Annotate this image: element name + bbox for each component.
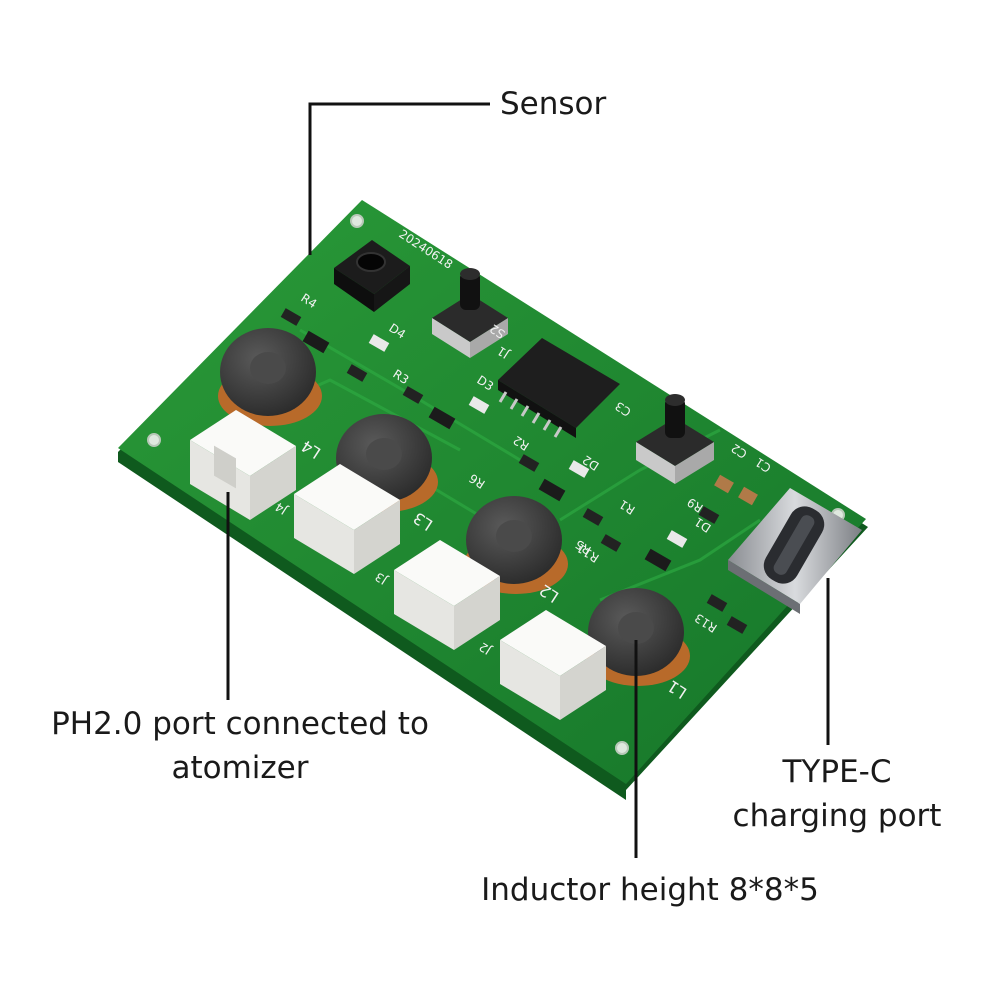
ph20-connector-j3	[294, 464, 400, 574]
sensor-label-text: Sensor	[500, 86, 607, 122]
type-c-label-line1: TYPE-C	[782, 754, 892, 790]
sensor-leader-line	[308, 102, 490, 255]
type-c-label: TYPE-C charging port	[712, 750, 962, 838]
mounting-hole	[350, 214, 364, 228]
ph-port-label-line1: PH2.0 port connected to	[51, 706, 429, 742]
ic-chip	[498, 338, 620, 438]
inductor-l1	[586, 588, 690, 686]
smd-components	[280, 308, 758, 634]
type-c-label-line2: charging port	[732, 798, 942, 834]
inductor-label-text: Inductor height 8*8*5	[481, 872, 819, 908]
ph20-connector-j1	[500, 610, 606, 720]
inductor-l4	[218, 328, 322, 426]
ph-port-label-line2: atomizer	[171, 750, 309, 786]
silk-label: S2	[487, 321, 507, 341]
sensor-label: Sensor	[500, 82, 606, 126]
ph20-connector-j4	[190, 410, 296, 520]
ph20-connector-j2	[394, 540, 500, 650]
ph-port-label: PH2.0 port connected to atomizer	[20, 702, 460, 790]
tactile-switch	[636, 394, 714, 484]
usb-type-c-port	[728, 488, 862, 614]
ir-sensor	[334, 240, 410, 312]
mounting-hole	[147, 433, 161, 447]
inductor-label: Inductor height 8*8*5	[450, 868, 850, 912]
tactile-switch	[432, 268, 508, 358]
mounting-hole	[615, 741, 629, 755]
